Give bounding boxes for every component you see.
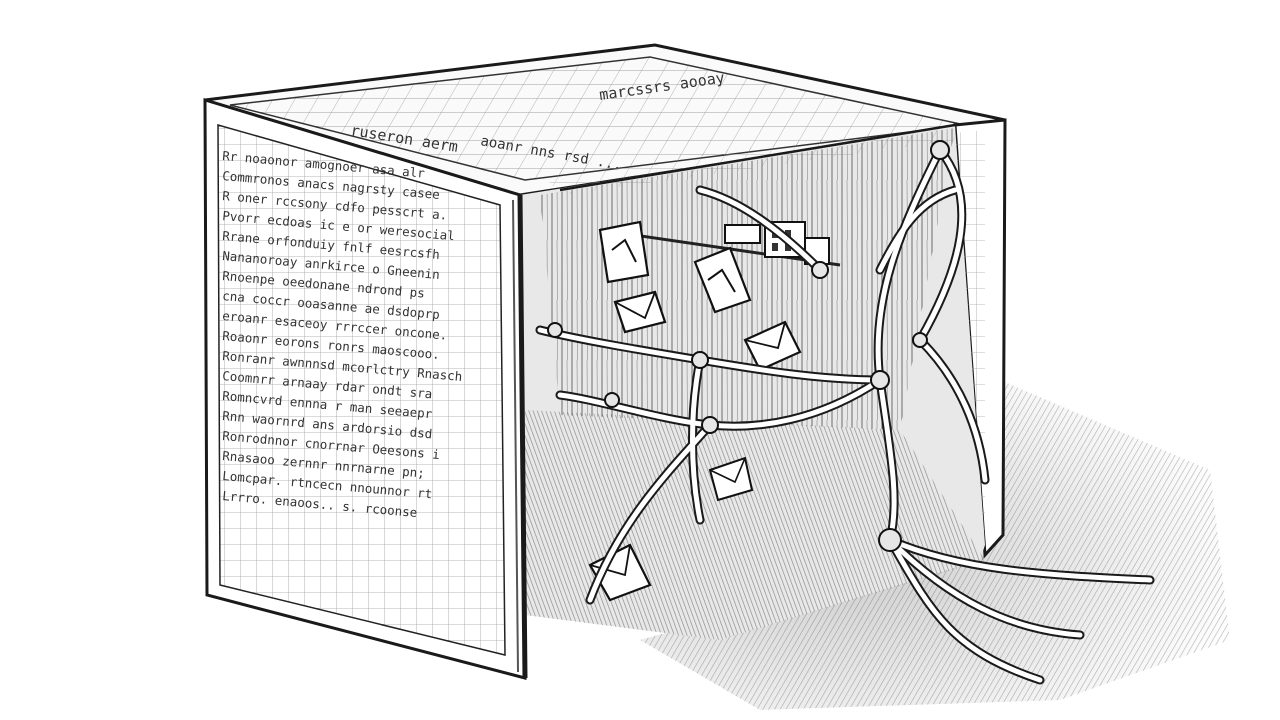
envelope-icon [613, 290, 667, 334]
document-icon [598, 220, 650, 284]
cube-top-face: marcssrs aooay ruseron aerm aoanr nns rs… [204, 43, 1006, 197]
envelope-icon [743, 320, 802, 372]
document-icon [693, 246, 752, 314]
root-network [535, 140, 1155, 685]
ground-shadow [640, 380, 1230, 710]
envelope-icon [708, 456, 754, 502]
cube-edge [517, 194, 528, 679]
cube-left-face [203, 97, 527, 680]
folder-icon [724, 224, 761, 244]
